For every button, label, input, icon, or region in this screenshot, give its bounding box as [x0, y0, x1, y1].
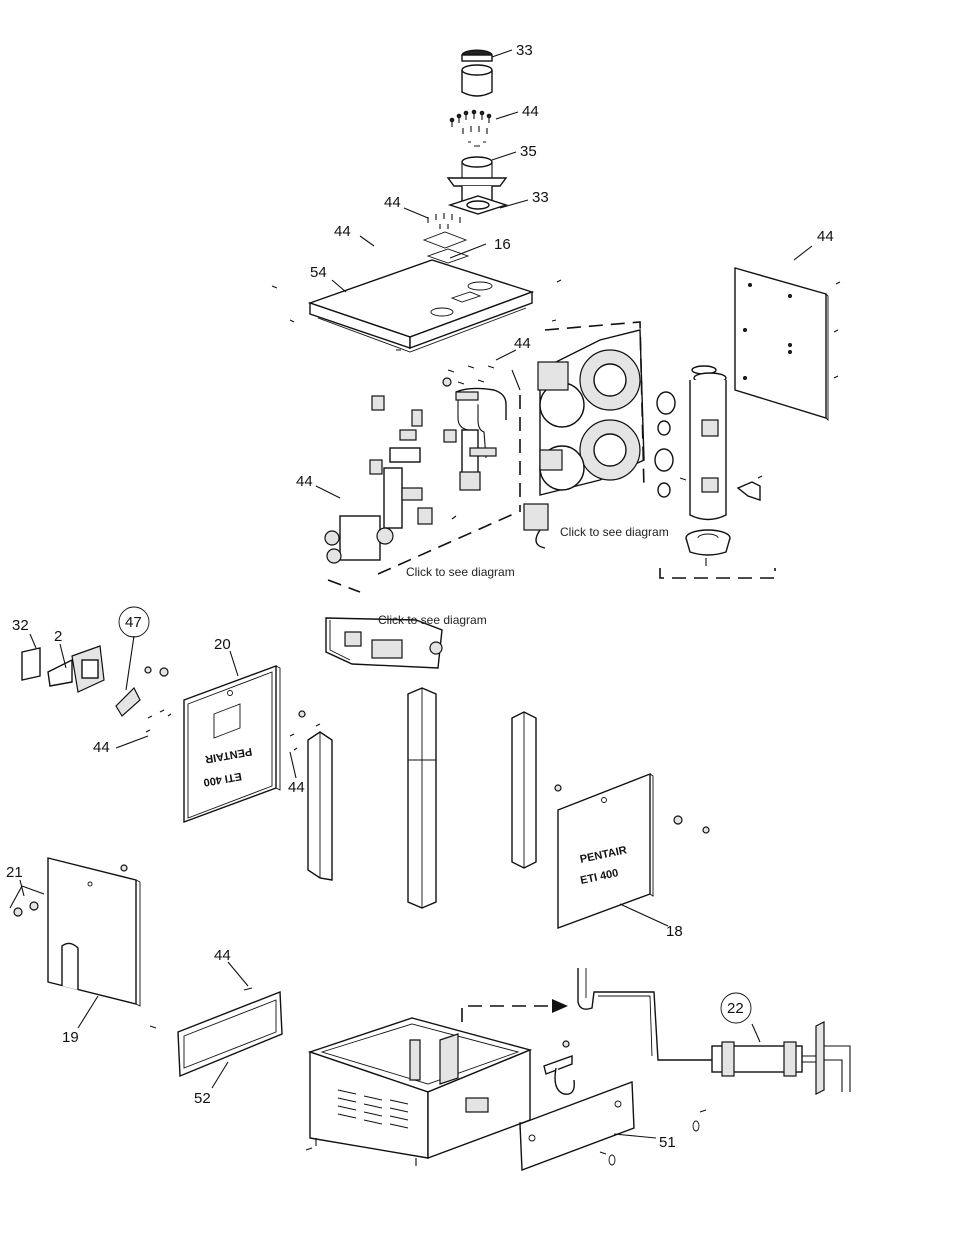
kick-panel-52[interactable] [149, 987, 283, 1078]
control-box[interactable] [325, 617, 443, 669]
callout-44-front[interactable]: 44 [93, 739, 110, 756]
callout-labels: 33 44 35 33 44 44 16 54 44 44 44 32 2 47… [6, 42, 834, 1151]
callout-44-manifold[interactable]: 44 [296, 473, 313, 490]
drain-pipe[interactable] [577, 968, 851, 1095]
callout-44-kick[interactable]: 44 [214, 947, 231, 964]
top-cover-54[interactable] [307, 259, 535, 353]
bottom-panel-51[interactable] [519, 1081, 707, 1171]
callout-32[interactable]: 32 [12, 617, 29, 634]
manifold-assembly[interactable] [654, 365, 763, 566]
callout-44-top[interactable]: 44 [522, 103, 539, 120]
display-board-2[interactable] [47, 645, 105, 693]
callout-52[interactable]: 52 [194, 1090, 211, 1107]
callout-44-mid[interactable]: 44 [384, 194, 401, 211]
callout-44-post[interactable]: 44 [288, 779, 305, 796]
callout-54[interactable]: 54 [310, 264, 327, 281]
corner-post-left[interactable] [289, 710, 333, 881]
screws-44-top [449, 109, 492, 134]
dashed-arrow [461, 999, 568, 1022]
side-panel-18[interactable]: PENTAIR ETI 400 [554, 772, 710, 930]
callout-44-plumbing[interactable]: 44 [514, 335, 531, 352]
manifold-dashed-bracket [659, 568, 776, 579]
callout-circles [118, 606, 752, 1024]
callout-18[interactable]: 18 [666, 923, 683, 940]
front-panel-20[interactable]: PENTAIR ETI 400 [183, 664, 281, 824]
callout-21[interactable]: 21 [6, 864, 23, 881]
corner-post-right[interactable] [511, 711, 537, 869]
screws-44-mid [427, 213, 461, 229]
corner-post-center[interactable] [407, 687, 437, 909]
callout-33-gasket[interactable]: 33 [532, 189, 549, 206]
vent-cap-33[interactable] [461, 49, 493, 97]
control-board-47[interactable] [115, 666, 169, 717]
gasket-16[interactable] [422, 231, 470, 264]
callout-33-cap[interactable]: 33 [516, 42, 533, 59]
callout-2[interactable]: 2 [54, 628, 62, 645]
control-box-diagram-link[interactable]: Click to see diagram [378, 613, 487, 627]
label-card-32[interactable] [21, 647, 41, 681]
plumbing-dashed-outline [327, 369, 521, 593]
heat-exchanger-dashed-outline [519, 321, 645, 512]
callout-35[interactable]: 35 [520, 143, 537, 160]
leader-lines [19, 49, 813, 1139]
bracket-clamp[interactable] [543, 1040, 575, 1095]
stray-screws [271, 279, 562, 351]
vent-gasket-33[interactable] [447, 195, 509, 215]
back-panel[interactable] [734, 267, 841, 422]
callout-22[interactable]: 22 [727, 1000, 744, 1017]
plumbing-assembly[interactable] [324, 365, 507, 564]
access-panel-19[interactable] [47, 857, 141, 1007]
callout-44-cover[interactable]: 44 [334, 223, 351, 240]
heat-exchanger-diagram-link[interactable]: Click to see diagram [560, 525, 669, 539]
callout-16[interactable]: 16 [494, 236, 511, 253]
callout-47[interactable]: 47 [125, 614, 142, 631]
base-cabinet[interactable] [305, 1017, 533, 1166]
callout-44-back[interactable]: 44 [817, 228, 834, 245]
callout-19[interactable]: 19 [62, 1029, 79, 1046]
callout-20[interactable]: 20 [214, 636, 231, 653]
screws-44-left [145, 709, 172, 733]
heat-exchanger-assembly[interactable] [523, 329, 645, 549]
callout-51[interactable]: 51 [659, 1134, 676, 1151]
plumbing-diagram-link[interactable]: Click to see diagram [406, 565, 515, 579]
latch-21[interactable] [9, 885, 45, 917]
